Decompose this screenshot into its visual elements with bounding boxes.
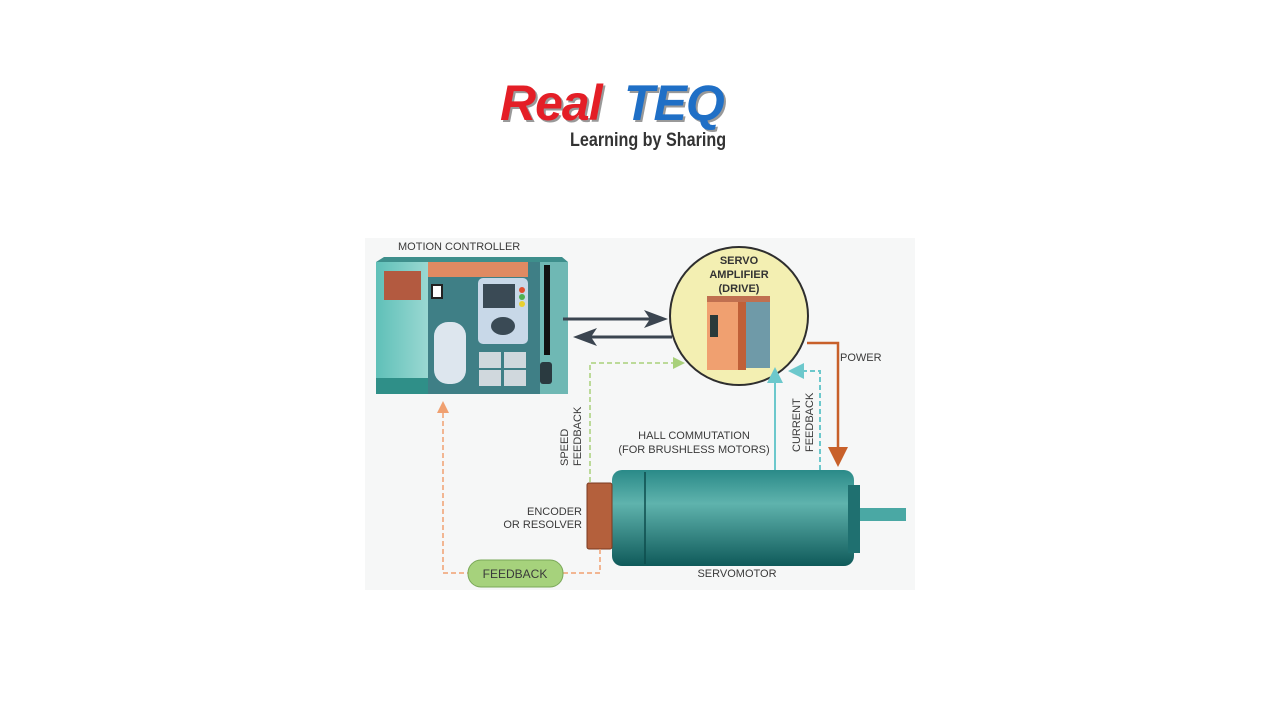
logo-teq: TEQ <box>624 75 725 131</box>
encoder-label-1: ENCODER <box>527 506 582 518</box>
logo-tagline: Learning by Sharing <box>570 130 727 151</box>
servo-amplifier-label-1: SERVO <box>720 255 759 267</box>
servomotor-label: SERVOMOTOR <box>697 568 776 580</box>
speed-feedback-label-2: FEEDBACK <box>572 406 584 466</box>
encoder-label-2: OR RESOLVER <box>503 519 582 531</box>
hall-commutation-label-2: (FOR BRUSHLESS MOTORS) <box>618 444 769 456</box>
power-label: POWER <box>840 352 882 364</box>
motion-controller-label: MOTION CONTROLLER <box>398 241 520 253</box>
servo-amplifier-label-2: AMPLIFIER <box>709 269 768 281</box>
servo-amplifier-label-3: (DRIVE) <box>719 283 760 295</box>
motion-controller <box>376 257 568 394</box>
realteq-logo: Real TEQ Learning by Sharing <box>498 75 758 160</box>
hall-commutation-label-1: HALL COMMUTATION <box>638 430 750 442</box>
encoder <box>586 482 613 550</box>
logo-real: Real <box>500 75 603 131</box>
hall-commutation-line <box>788 363 821 470</box>
power-line <box>807 341 848 467</box>
feedback-pill <box>467 559 564 588</box>
speed-feedback-line <box>589 357 685 482</box>
feedback-line <box>437 401 601 574</box>
current-feedback-label-1: CURRENT <box>791 398 803 452</box>
command-arrows <box>563 310 672 346</box>
speed-feedback-label-1: SPEED <box>559 429 571 466</box>
servo-drive-icon <box>707 296 770 370</box>
feedback-label: FEEDBACK <box>483 567 548 581</box>
current-feedback-label-2: FEEDBACK <box>804 392 816 452</box>
